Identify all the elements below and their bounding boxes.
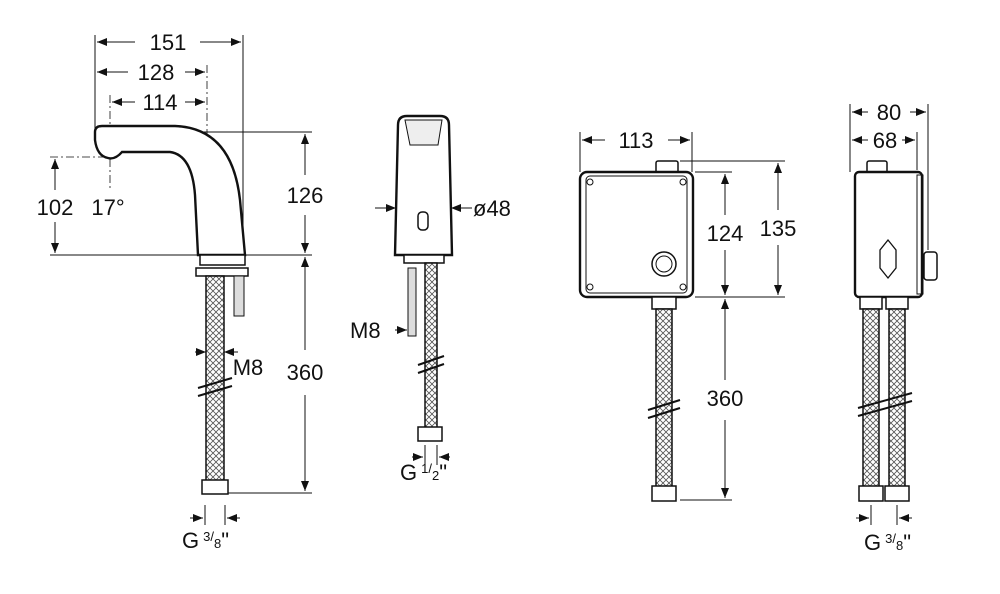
sensor-window — [417, 211, 429, 231]
dim-box-body-height: 124 — [707, 221, 744, 246]
dim-spray-angle: 17° — [91, 195, 124, 220]
faucet-front-body — [393, 114, 454, 257]
control-box-body — [578, 170, 695, 299]
dim-box-total-height: 135 — [760, 216, 797, 241]
dim-box-width: 113 — [618, 128, 653, 153]
adjust-knob-icon — [651, 251, 677, 277]
plug-icon — [879, 238, 897, 280]
dim-box-hose-length: 360 — [707, 386, 744, 411]
dim-hose-length: 360 — [287, 360, 324, 385]
dim-width-outlet: 114 — [142, 90, 177, 115]
dim-width-total: 151 — [150, 30, 187, 55]
dim-body-height: 126 — [287, 183, 324, 208]
dim-box-total-depth: 80 — [877, 100, 901, 125]
dim-outlet-height: 102 — [37, 195, 74, 220]
control-box-front-view: 113 124 135 360 — [578, 128, 797, 502]
dim-width-spout: 128 — [138, 60, 175, 85]
dim-stud-thread: M8 — [233, 355, 264, 380]
dim-box-body-depth: 68 — [873, 128, 897, 153]
faucet-body — [93, 124, 247, 257]
dim-stud-thread-front: M8 — [350, 318, 381, 343]
dim-diameter: ø48 — [473, 196, 511, 221]
